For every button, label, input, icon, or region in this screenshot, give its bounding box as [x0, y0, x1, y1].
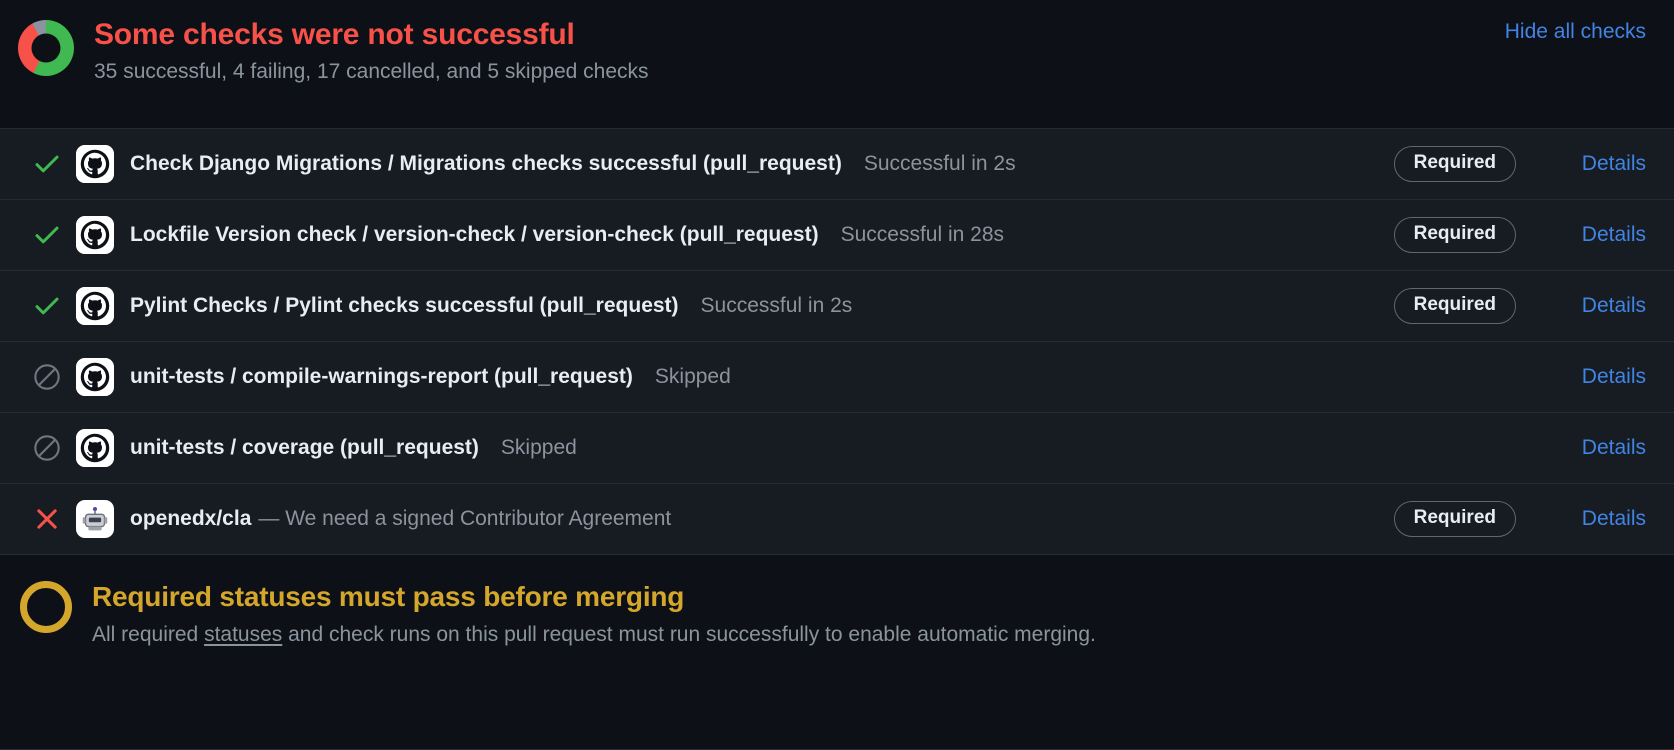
- details-link[interactable]: Details: [1581, 365, 1646, 388]
- required-badge: Required: [1393, 501, 1516, 537]
- check-row: Check Django Migrations / Migrations che…: [0, 128, 1674, 199]
- check-status-text: Skipped: [500, 436, 577, 459]
- github-actions-avatar: [76, 216, 114, 254]
- check-row: openedx/cla — We need a signed Contributo…: [0, 483, 1674, 554]
- skipped-icon: [30, 360, 64, 394]
- details-link[interactable]: Details: [1581, 507, 1646, 530]
- required-statuses-title: Required statuses must pass before mergi…: [92, 581, 685, 612]
- check-row: Pylint Checks / Pylint checks successful…: [0, 270, 1674, 341]
- checks-summary: 35 successful, 4 failing, 17 cancelled, …: [94, 60, 649, 83]
- github-actions-avatar: [76, 358, 114, 396]
- check-status-text: Successful in 2s: [700, 294, 853, 317]
- cla-bot-avatar: [76, 500, 114, 538]
- check-status-text: Successful in 28s: [840, 223, 1005, 246]
- github-actions-avatar: [76, 287, 114, 325]
- check-status-text: Successful in 2s: [863, 152, 1016, 175]
- required-statuses-section: Required statuses must pass before mergi…: [0, 554, 1674, 749]
- github-actions-avatar: [76, 145, 114, 183]
- hide-all-checks-link[interactable]: Hide all checks: [1504, 20, 1646, 43]
- skipped-icon: [30, 431, 64, 465]
- checks-header-text: Some checks were not successful 35 succe…: [94, 14, 649, 87]
- check-row: unit-tests / coverage (pull_request) Skip…: [0, 412, 1674, 483]
- x-icon: [30, 502, 64, 536]
- check-name[interactable]: unit-tests / coverage (pull_request): [130, 436, 479, 459]
- details-link[interactable]: Details: [1581, 223, 1646, 246]
- github-actions-avatar: [76, 429, 114, 467]
- checks-title: Some checks were not successful: [94, 18, 575, 51]
- pending-ring-icon: [20, 581, 72, 633]
- check-row: unit-tests / compile-warnings-report (pu…: [0, 341, 1674, 412]
- desc-part-after: and check runs on this pull request must…: [282, 623, 1096, 646]
- check-status-text: Skipped: [654, 365, 731, 388]
- required-statuses-text: Required statuses must pass before mergi…: [92, 577, 1096, 651]
- check-icon: [30, 289, 64, 323]
- details-link[interactable]: Details: [1581, 294, 1646, 317]
- check-name[interactable]: Check Django Migrations / Migrations che…: [130, 152, 842, 175]
- check-icon: [30, 147, 64, 181]
- required-statuses-description: All required statuses and check runs on …: [92, 619, 1096, 651]
- details-link[interactable]: Details: [1581, 152, 1646, 175]
- required-badge: Required: [1393, 217, 1516, 253]
- check-name[interactable]: Lockfile Version check / version-check /…: [130, 223, 819, 246]
- details-link[interactable]: Details: [1581, 436, 1646, 459]
- checks-donut-chart: [18, 20, 74, 76]
- check-name[interactable]: Pylint Checks / Pylint checks successful…: [130, 294, 679, 317]
- check-name[interactable]: unit-tests / compile-warnings-report (pu…: [130, 365, 633, 388]
- statuses-link[interactable]: statuses: [204, 623, 283, 646]
- check-row: Lockfile Version check / version-check /…: [0, 199, 1674, 270]
- check-name[interactable]: openedx/cla: [130, 507, 252, 530]
- checks-list: Check Django Migrations / Migrations che…: [0, 128, 1674, 554]
- check-description: — We need a signed Contributor Agreement: [258, 507, 672, 530]
- check-icon: [30, 218, 64, 252]
- checks-header: Some checks were not successful 35 succe…: [0, 0, 1674, 128]
- desc-part-before: All required: [92, 623, 205, 646]
- donut-hole: [31, 33, 61, 63]
- required-badge: Required: [1393, 146, 1516, 182]
- required-badge: Required: [1393, 288, 1516, 324]
